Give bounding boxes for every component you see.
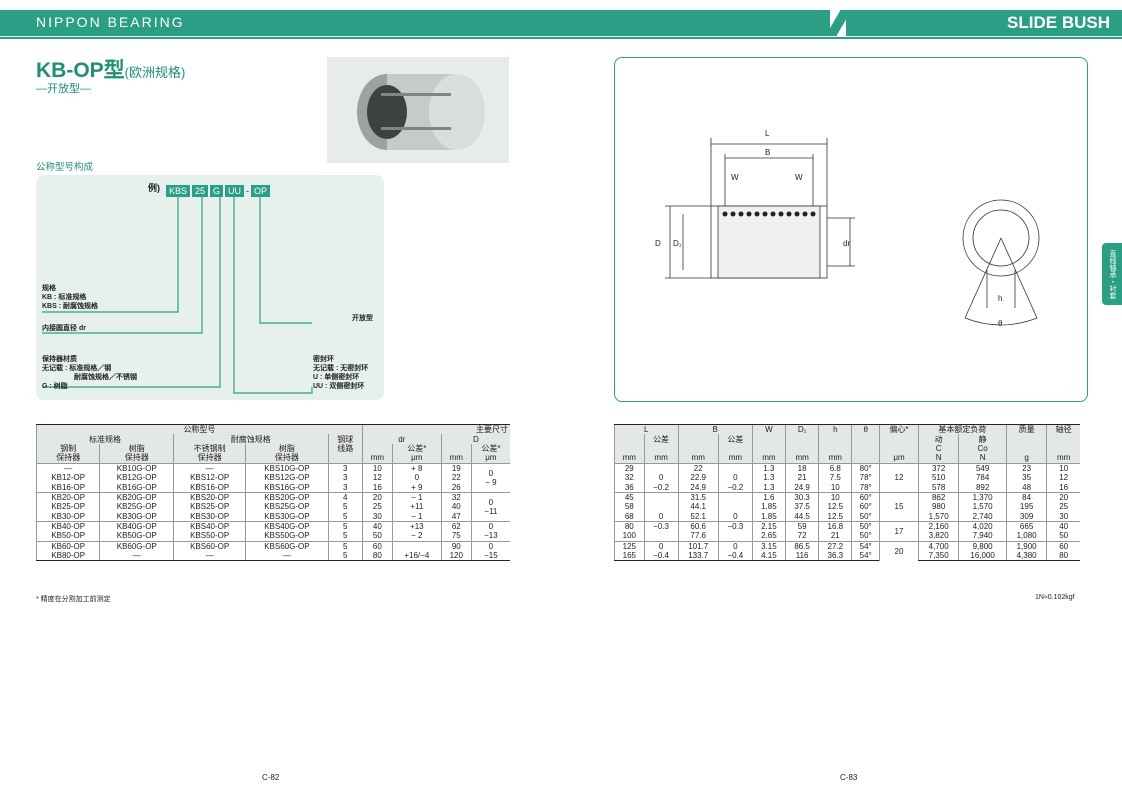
product-photo [327,57,509,163]
diagram-label-W2: W [795,173,803,182]
dimension-diagram-box: L B W W D D₁ dr h θ [614,57,1088,402]
code-segment-kbs: KBS [166,185,191,197]
bushing-photo-illustration [357,74,485,150]
left-footnote: * 精度在分割加工前测定 [36,596,111,603]
diagram-label-B: B [765,148,770,157]
category-tab[interactable]: 直线轴承・衬套 [1102,243,1122,305]
brand-name: NIPPON BEARING [36,14,185,30]
code-segment-retainer: G [210,185,224,197]
diagram-label-theta: θ [998,319,1003,328]
right-spec-table: L B W D₁ h θ 偏心* 基本额定负荷 质量 轴径 公差 公差 动静 C… [614,424,1080,562]
code-heading: 公称型号构成 [36,162,94,173]
diagram-label-D: D [655,239,661,248]
code-segment-seal: UU [225,185,245,197]
left-spec-table: 公称型号 主要尺寸 标准规格 耐腐蚀规格 钢球 dr D 钢制 树脂 不锈钢制 … [35,424,511,562]
code-leader-lines [42,197,313,394]
product-note: (欧洲规格) [124,65,186,80]
code-dash: - [246,186,250,196]
product-model: KB-OP型 [36,59,125,82]
right-footnote: 1N≈0.102kgf [1035,594,1075,601]
product-title: KB-OP型(欧洲规格) [36,54,185,84]
header-underline [0,37,1122,39]
open-type-label: 开放型 [352,315,373,322]
diagram-label-h: h [998,294,1002,303]
diagram-label-D1: D₁ [673,239,682,248]
example-label: 例) [148,183,160,193]
diagram-label-L: L [765,129,770,138]
retainer-info: 保持器材质 无记载 : 标准规格／钢 耐腐蚀规格／不锈钢 G : 树脂 [42,356,137,390]
page-number-left: C-82 [262,773,280,782]
product-subtitle: —开放型— [36,83,91,95]
bushing-dimension-drawing: L B W W D D₁ dr h θ [655,129,1040,328]
diagram-label-W: W [731,173,739,182]
diagram-label-dr: dr [843,239,850,248]
code-structure-box [36,175,384,400]
spec-info: 规格 KB : 标准规格 KBS : 耐腐蚀规格 [42,285,98,310]
header-band-right [846,10,1122,36]
code-segment-open: OP [251,185,271,197]
header-band-left [0,10,830,36]
dr-label: 内接圆直径 dr [42,325,86,332]
code-segment-size: 25 [192,185,209,197]
seal-info: 密封环 无记载 : 无密封环 U : 单侧密封环 UU : 双侧密封环 [313,356,369,390]
page-number-right: C-83 [840,773,858,782]
section-title: SLIDE BUSH [1007,13,1110,32]
